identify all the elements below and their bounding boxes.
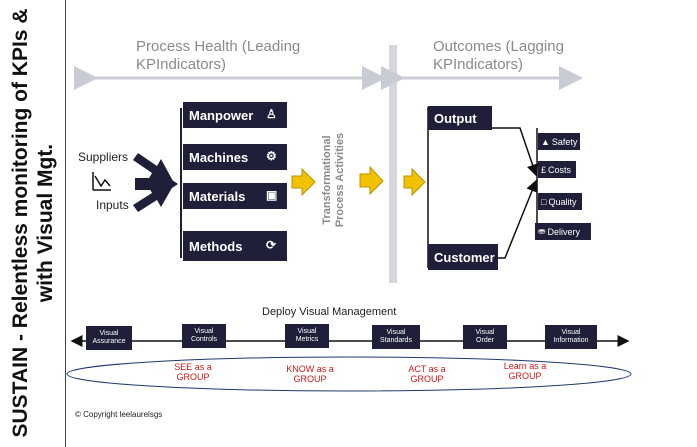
- vm-controls-line1: Visual: [194, 328, 214, 335]
- inputs-label: Inputs: [96, 198, 129, 212]
- yellow-arrow-2: [359, 165, 384, 196]
- vm-information-line2: Information: [553, 337, 589, 344]
- kpi-delivery: ⛂Delivery: [535, 223, 591, 240]
- vm-order-line2: Order: [476, 337, 494, 344]
- cart-icon: ▣: [266, 188, 278, 202]
- center-divider: [389, 45, 397, 283]
- pound-icon: £: [541, 164, 547, 175]
- resource-machines: Machines ⚙: [183, 144, 287, 170]
- resource-materials-label: Materials: [189, 188, 246, 204]
- kpi-delivery-label: Delivery: [547, 226, 581, 237]
- vm-standards-line1: Visual: [386, 329, 406, 336]
- chart-icon: [92, 172, 111, 191]
- cycle-icon: ⟳: [266, 238, 277, 252]
- leading-kpi-line2: KPIndicators): [136, 56, 227, 73]
- lagging-kpi-heading: Outcomes (Lagging KPIndicators): [433, 38, 564, 74]
- vm-information-line1: Visual: [561, 329, 581, 336]
- group-see-line1: SEE as a: [174, 362, 212, 372]
- vm-assurance-line2: Assurance: [92, 338, 126, 345]
- resource-manpower-label: Manpower: [189, 107, 254, 123]
- customer-box: Customer: [428, 244, 498, 270]
- leading-kpi-heading: Process Health (Leading KPIndicators): [136, 38, 300, 74]
- shield-icon: ▲: [541, 136, 550, 147]
- leading-kpi-line1: Process Health (Leading: [136, 38, 301, 55]
- vm-metrics: Visual Metrics: [285, 324, 329, 348]
- group-see: SEE as a GROUP: [168, 362, 218, 382]
- resource-methods-label: Methods: [189, 238, 243, 254]
- vm-information: Visual Information: [545, 325, 597, 349]
- resource-materials: Materials ▣: [183, 183, 287, 209]
- transformational-line2: Process Activities: [334, 132, 346, 228]
- kpi-safety: ▲Safety: [538, 133, 580, 150]
- vm-assurance: Visual Assurance: [86, 326, 132, 350]
- group-act-line2: GROUP: [410, 374, 444, 384]
- vm-metrics-line2: Metrics: [295, 336, 319, 343]
- transformational-label: Transformational Process Activities: [321, 133, 347, 227]
- group-learn-line1: Learn as a: [503, 361, 547, 371]
- kpi-safety-label: Safety: [551, 136, 578, 147]
- yellow-arrow-3: [403, 167, 426, 197]
- suppliers-label: Suppliers: [78, 150, 129, 164]
- lagging-kpi-line2: KPIndicators): [433, 56, 524, 73]
- group-act: ACT as a GROUP: [399, 364, 455, 384]
- kpi-costs-label: Costs: [548, 164, 572, 175]
- transformational-line1: Transformational: [321, 135, 333, 225]
- group-know: KNOW as a GROUP: [278, 364, 342, 384]
- vm-standards-line2: Standards: [380, 337, 412, 344]
- people-icon: ♙: [266, 107, 277, 121]
- vm-controls-line2: Controls: [190, 336, 218, 343]
- kpi-quality-label: Quality: [548, 196, 577, 207]
- group-learn-line2: GROUP: [508, 371, 542, 381]
- vm-order-line1: Visual: [475, 329, 495, 336]
- sidebar-title: SUSTAIN - Relentless monitoring of KPIs …: [8, 9, 58, 438]
- vm-controls: Visual Controls: [182, 324, 226, 348]
- group-learn: Learn as a GROUP: [496, 361, 554, 381]
- supplier-arrow-bot: [133, 186, 173, 212]
- group-act-line1: ACT as a: [408, 364, 446, 374]
- group-ellipse: [66, 356, 632, 392]
- resource-manpower: Manpower ♙: [183, 102, 287, 128]
- group-see-line2: GROUP: [176, 372, 210, 382]
- output-box: Output: [428, 106, 492, 130]
- lagging-kpi-line1: Outcomes (Lagging: [433, 38, 564, 55]
- resource-machines-label: Machines: [189, 149, 249, 165]
- copyright: © Copyright leelaurelsgs: [75, 410, 163, 419]
- kpi-costs: £Costs: [538, 161, 576, 178]
- resource-methods: Methods ⟳: [183, 231, 287, 261]
- vm-standards: Visual Standards: [372, 325, 420, 349]
- truck-icon: ⛂: [538, 226, 546, 236]
- group-know-line1: KNOW as a: [286, 364, 334, 374]
- vm-metrics-line1: Visual: [297, 328, 317, 335]
- vm-order: Visual Order: [463, 325, 507, 349]
- kpi-quality: □Quality: [538, 193, 582, 210]
- sidebar: SUSTAIN - Relentless monitoring of KPIs …: [0, 0, 66, 447]
- vm-assurance-line1: Visual: [99, 330, 119, 337]
- yellow-arrow-1: [291, 167, 316, 197]
- sidebar-title-line2: with Visual Mgt.: [34, 143, 57, 303]
- visual-mgt-title: Deploy Visual Management: [262, 306, 397, 318]
- robot-arm-icon: ⚙: [266, 149, 277, 163]
- sidebar-title-line1: SUSTAIN - Relentless monitoring of KPIs …: [9, 8, 32, 438]
- clipboard-icon: □: [541, 196, 547, 207]
- group-know-line2: GROUP: [293, 374, 327, 384]
